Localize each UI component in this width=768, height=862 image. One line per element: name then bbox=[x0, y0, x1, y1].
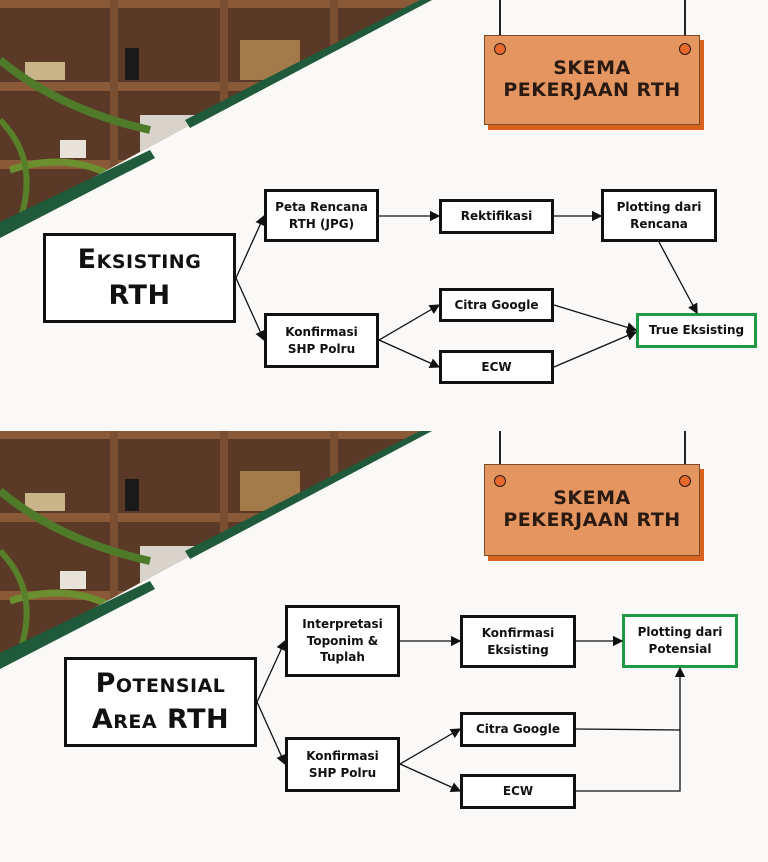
panel-eksisting: SKEMA PEKERJAAN RTH Eksisting RTH Peta R… bbox=[0, 0, 757, 384]
sign-string-left bbox=[499, 431, 501, 477]
panel-potensial: SKEMA PEKERJAAN RTH Potensial Area RTH I… bbox=[0, 431, 768, 862]
sign-skema-pekerjaan: SKEMA PEKERJAAN RTH bbox=[484, 464, 700, 556]
node-peta-rencana: Peta Rencana RTH (JPG) bbox=[264, 189, 379, 242]
sign-skema-pekerjaan: SKEMA PEKERJAAN RTH bbox=[484, 35, 700, 125]
node-konfirmasi-eksisting: Konfirmasi Eksisting bbox=[460, 615, 576, 668]
pin-icon bbox=[494, 475, 506, 487]
pin-icon bbox=[494, 43, 506, 55]
node-konfirmasi-shp: Konfirmasi SHP Polru bbox=[285, 737, 400, 792]
node-citra-google: Citra Google bbox=[439, 288, 554, 322]
node-interpretasi: Interpretasi Toponim & Tuplah bbox=[285, 605, 400, 677]
node-ecw: ECW bbox=[460, 774, 576, 809]
bookshelf-photo bbox=[0, 0, 432, 238]
title-eksisting-rth: Eksisting RTH bbox=[43, 233, 236, 323]
title-potensial-area-rth: Potensial Area RTH bbox=[64, 657, 257, 747]
node-rektifikasi: Rektifikasi bbox=[439, 199, 554, 234]
node-true-eksisting: True Eksisting bbox=[636, 313, 757, 348]
node-plotting-potensial: Plotting dari Potensial bbox=[622, 614, 738, 668]
sign-string-right bbox=[684, 431, 686, 477]
node-ecw: ECW bbox=[439, 350, 554, 384]
pin-icon bbox=[679, 475, 691, 487]
sign-string-left bbox=[499, 0, 501, 46]
sign-string-right bbox=[684, 0, 686, 46]
node-plotting-rencana: Plotting dari Rencana bbox=[601, 189, 717, 242]
node-konfirmasi-shp: Konfirmasi SHP Polru bbox=[264, 313, 379, 368]
pin-icon bbox=[679, 43, 691, 55]
node-citra-google: Citra Google bbox=[460, 712, 576, 747]
